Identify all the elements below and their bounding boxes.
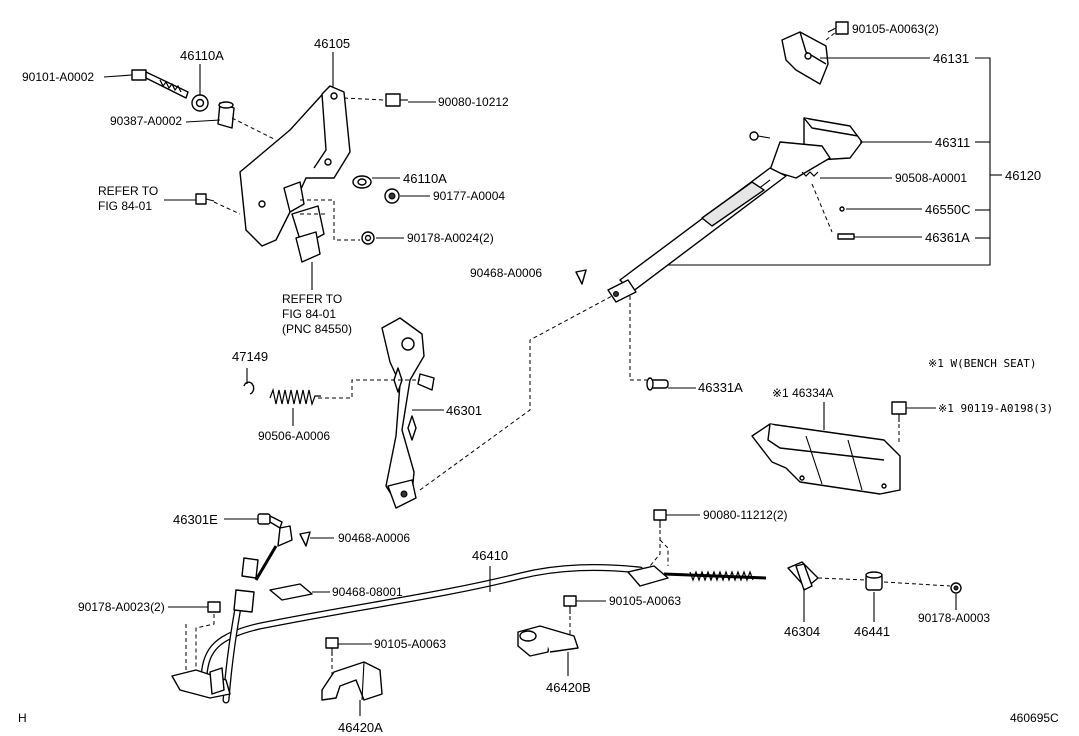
nut-46311 xyxy=(749,131,771,141)
floor-cover-46334A xyxy=(751,423,901,495)
corner-h-mark: H xyxy=(18,711,27,725)
label-90177-A0004: 90177-A0004 xyxy=(433,189,505,203)
label-46420A: 46420A xyxy=(338,720,383,735)
label-90178-A0024-2: 90178-A0024(2) xyxy=(407,231,494,245)
label-46334A: ※1 46334A xyxy=(772,386,833,400)
label-refer-to-2b: FIG 84-01 xyxy=(282,307,336,321)
label-90468-A0006-bot: 90468-A0006 xyxy=(338,531,410,545)
label-46550C: 46550C xyxy=(925,202,971,217)
bolt-refer-84-01 xyxy=(195,193,215,205)
label-90468-08001: 90468-08001 xyxy=(332,585,403,599)
nut-90178-A0003 xyxy=(950,582,962,594)
label-90105-A0063-2: 90105-A0063(2) xyxy=(852,22,939,36)
bracket-46105 xyxy=(239,85,351,263)
label-46410: 46410 xyxy=(472,548,508,563)
rod-end-46301E xyxy=(254,513,293,581)
bracket-46420A xyxy=(321,661,383,701)
label-46301: 46301 xyxy=(446,403,482,418)
clip-90468-A0006-top xyxy=(575,269,587,285)
label-90178-A0023-2: 90178-A0023(2) xyxy=(78,600,165,614)
clip-90468-08001 xyxy=(269,583,313,601)
collar-90387-A0002 xyxy=(217,101,235,129)
nut-90178-A0023 xyxy=(207,601,221,613)
note-bench-seat: ※1 W(BENCH SEAT) xyxy=(928,357,1037,370)
label-46105: 46105 xyxy=(314,36,350,51)
label-46361A: 46361A xyxy=(925,230,970,245)
label-90080-10212: 90080-10212 xyxy=(438,95,509,109)
label-refer-to-1a: REFER TO xyxy=(98,184,158,198)
label-90105-A0063-mid: 90105-A0063 xyxy=(609,594,681,608)
label-90105-A0063-low: 90105-A0063 xyxy=(374,637,446,651)
label-90506-A0006: 90506-A0006 xyxy=(258,429,330,443)
label-46110A-mid: 46110A xyxy=(403,171,447,186)
cable-bracket-lower-left xyxy=(171,667,231,699)
bolt-90105-A0063-mid xyxy=(563,595,577,614)
cable-46410 xyxy=(200,557,767,704)
bolt-90105-A0063-top xyxy=(827,21,849,35)
label-47149: 47149 xyxy=(232,349,268,364)
label-refer-to-1b: FIG 84-01 xyxy=(98,199,152,213)
nut-46110A-mid xyxy=(352,175,372,189)
label-46441: 46441 xyxy=(854,624,890,639)
pin-46361A xyxy=(837,233,855,240)
equalizer-46304 xyxy=(787,561,819,591)
lever-rod xyxy=(607,167,787,303)
label-46120: 46120 xyxy=(1005,168,1041,183)
diagram-id: 460695C xyxy=(1010,711,1059,725)
pin-46331A xyxy=(646,377,669,391)
label-46110A-top: 46110A xyxy=(180,48,224,63)
label-46304: 46304 xyxy=(784,624,820,639)
label-90468-A0006-top: 90468-A0006 xyxy=(470,266,542,280)
label-90508-A0001: 90508-A0001 xyxy=(895,171,967,185)
bracket-46420B xyxy=(517,625,579,657)
brake-handle xyxy=(769,117,863,179)
nut-46110A-top xyxy=(191,94,209,112)
clip-47149 xyxy=(243,381,255,395)
label-46131: 46131 xyxy=(933,51,969,66)
label-90101-A0002: 90101-A0002 xyxy=(22,70,94,84)
spring-90508-A0001 xyxy=(801,171,819,177)
nut-90177-A0004 xyxy=(384,188,400,204)
bolt-90105-A0063-low xyxy=(325,637,339,656)
bracket-46131 xyxy=(781,31,829,85)
bolt-90119-A0198 xyxy=(891,401,907,422)
nut-90178-A0024 xyxy=(361,231,375,245)
bolt-90080-11212 xyxy=(653,509,667,528)
label-90119-A0198-3: ※1 90119-A0198(3) xyxy=(938,402,1053,415)
label-90080-11212-2: 90080-11212(2) xyxy=(703,508,788,522)
label-refer-to-2a: REFER TO xyxy=(282,292,342,306)
bolt-90080-10212 xyxy=(385,93,408,107)
label-46331A: 46331A xyxy=(698,380,743,395)
label-46420B: 46420B xyxy=(546,680,591,695)
label-90387-A0002: 90387-A0002 xyxy=(110,114,182,128)
label-90178-A0003: 90178-A0003 xyxy=(918,611,990,625)
label-refer-to-2c: (PNC 84550) xyxy=(282,322,352,336)
collar-46441 xyxy=(865,571,883,591)
clip-90468-A0006-bot xyxy=(299,531,311,547)
label-46301E: 46301E xyxy=(173,512,218,527)
pedal-arm-46301 xyxy=(381,317,435,509)
label-46311: 46311 xyxy=(935,135,970,150)
spring-90506-A0006 xyxy=(269,387,321,407)
bolt-90101-A0002 xyxy=(131,69,189,99)
